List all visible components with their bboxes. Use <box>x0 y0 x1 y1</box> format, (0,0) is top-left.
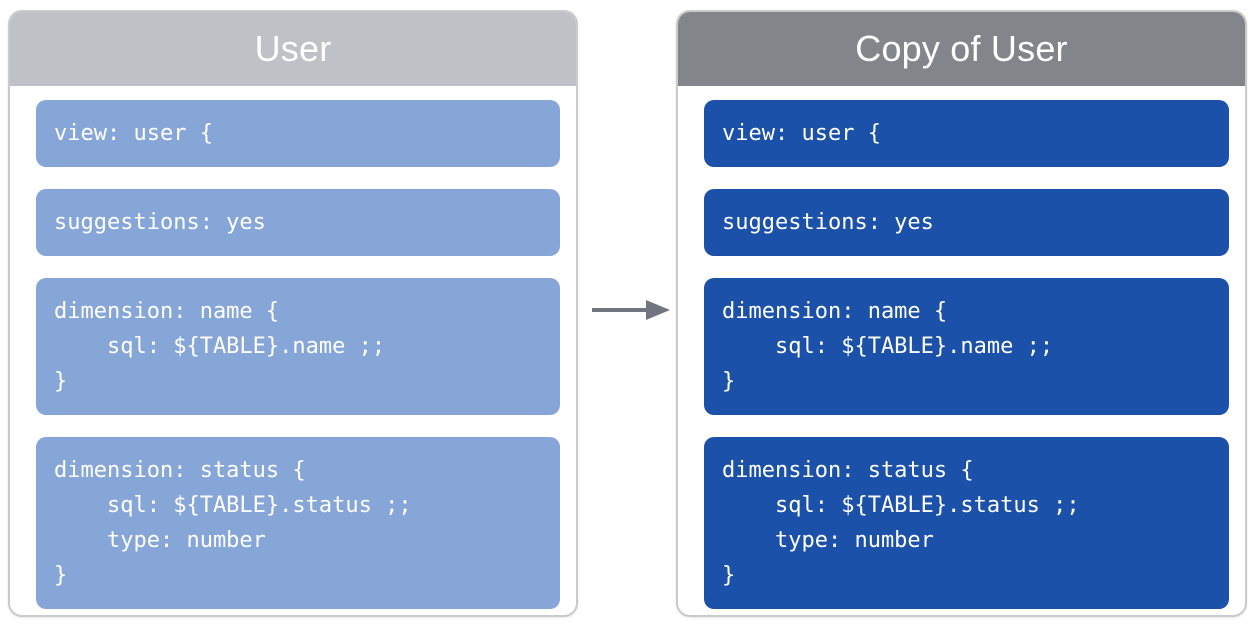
panel-copy-title: Copy of User <box>855 28 1068 69</box>
code-block-suggestions: suggestions: yes <box>704 189 1229 256</box>
panel-copy-body: view: user { suggestions: yes dimension:… <box>678 86 1245 615</box>
panel-source-title: User <box>254 28 332 69</box>
arrow-right-icon <box>592 296 670 324</box>
panel-source-body: view: user { suggestions: yes dimension:… <box>10 86 576 615</box>
code-block-view-declaration: view: user { <box>36 100 560 167</box>
code-block-dimension-name: dimension: name { sql: ${TABLE}.name ;; … <box>704 278 1229 415</box>
code-block-suggestions: suggestions: yes <box>36 189 560 256</box>
panel-source-view: User view: user { suggestions: yes dimen… <box>8 10 578 617</box>
code-block-dimension-name: dimension: name { sql: ${TABLE}.name ;; … <box>36 278 560 415</box>
code-block-dimension-status: dimension: status { sql: ${TABLE}.status… <box>36 437 560 609</box>
panel-copy-header: Copy of User <box>678 12 1245 86</box>
panel-source-header: User <box>10 12 576 86</box>
code-block-view-declaration: view: user { <box>704 100 1229 167</box>
panel-copy-view: Copy of User view: user { suggestions: y… <box>676 10 1247 617</box>
code-block-dimension-status: dimension: status { sql: ${TABLE}.status… <box>704 437 1229 609</box>
